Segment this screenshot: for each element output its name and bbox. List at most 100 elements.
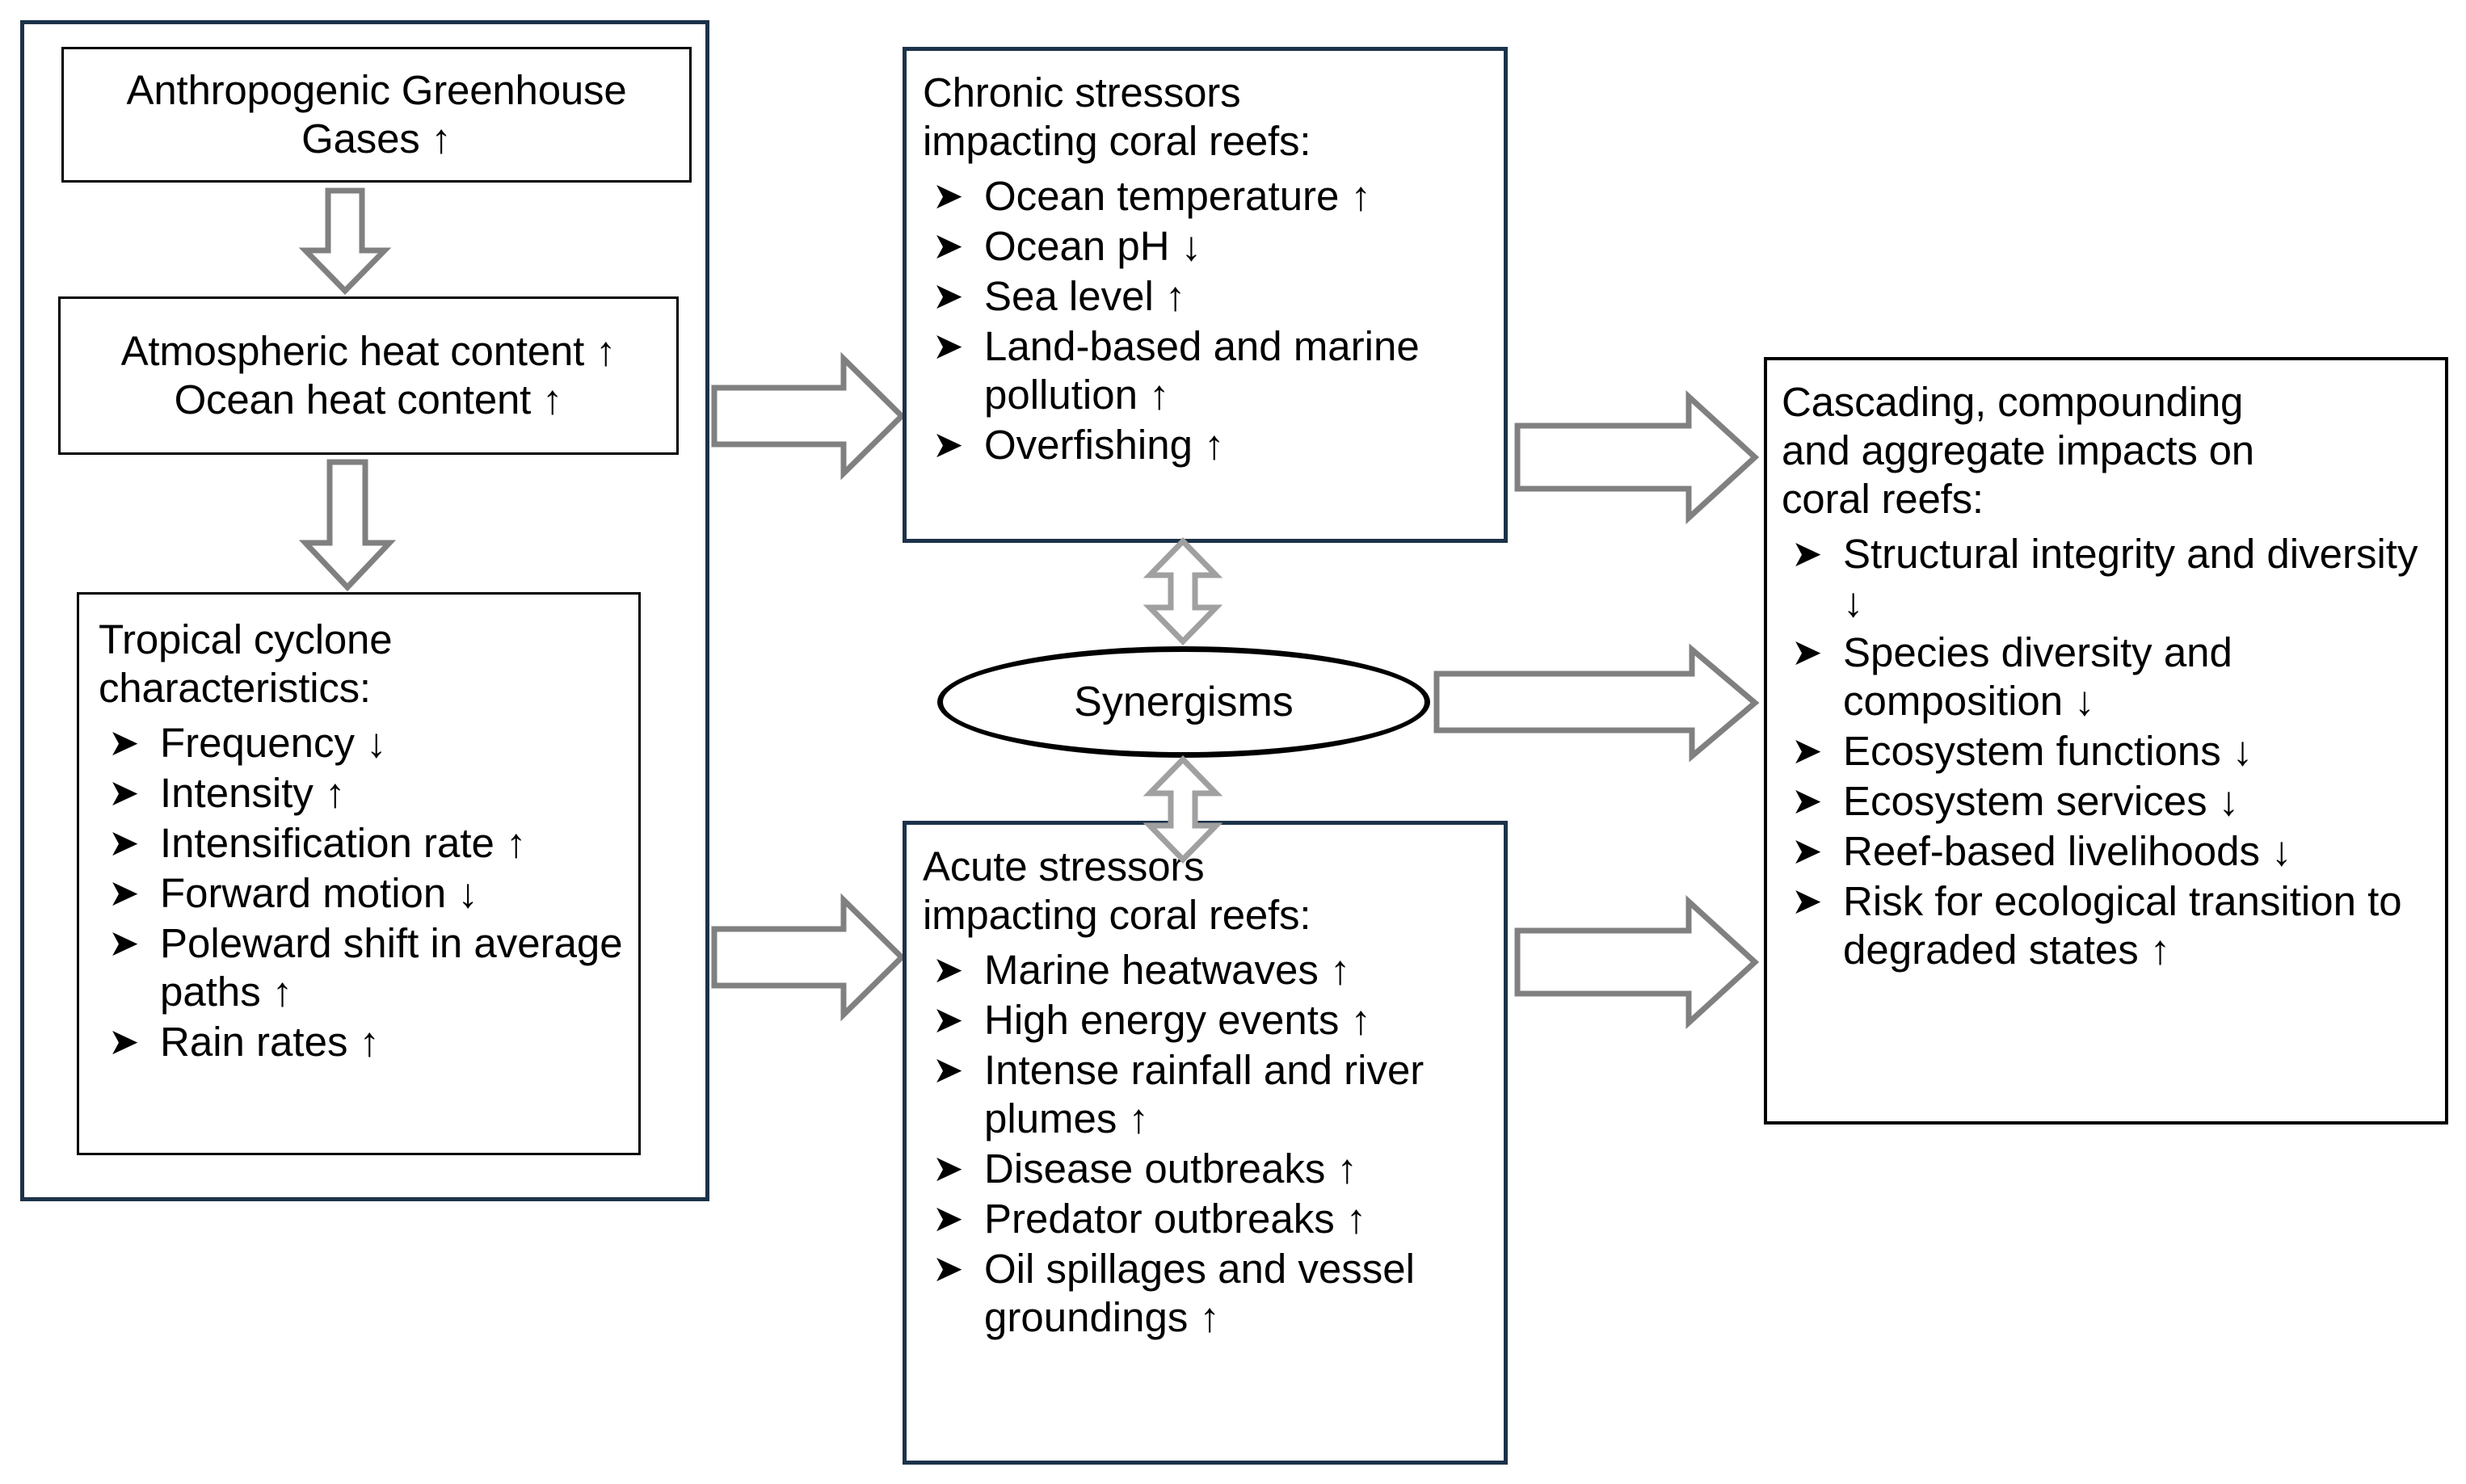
list-item-label: Poleward shift in average paths ↑	[160, 920, 623, 1015]
synergisms-label: Synergisms	[1074, 679, 1294, 725]
bullet-chevron-icon: ➤	[1791, 532, 1823, 575]
bullet-chevron-icon: ➤	[108, 871, 140, 914]
bullet-chevron-icon: ➤	[932, 422, 964, 466]
list-item-label: Ecosystem services ↓	[1843, 778, 2240, 824]
list-item-label: Frequency ↓	[160, 720, 387, 766]
bullet-chevron-icon: ➤	[932, 224, 964, 267]
list-item: ➤ Poleward shift in average paths ↑	[99, 919, 624, 1016]
impacts-heading-line-3: coral reefs:	[1782, 476, 1984, 522]
list-item-label: Intensity ↑	[160, 770, 346, 816]
tropical-cyclone-characteristics-box: Tropical cyclone characteristics: ➤ Frequ…	[77, 592, 641, 1155]
list-item: ➤ Species diversity and composition ↓	[1782, 628, 2434, 725]
list-item-label: High energy events ↑	[984, 997, 1372, 1043]
impacts-heading-line-2: and aggregate impacts on	[1782, 427, 2254, 473]
list-item: ➤ Disease outbreaks ↑	[923, 1145, 1491, 1193]
acute-bullet-list: ➤ Marine heatwaves ↑ ➤ High energy events …	[923, 946, 1491, 1342]
list-item: ➤ Intensification rate ↑	[99, 819, 624, 868]
arrow-acute-to-impacts-icon	[1514, 895, 1760, 1029]
list-item-label: Disease outbreaks ↑	[984, 1146, 1358, 1192]
list-item: ➤ Marine heatwaves ↑	[923, 946, 1491, 994]
atmospheric-heat-content-text: Atmospheric heat content ↑	[120, 328, 616, 374]
list-item-label: Ocean pH ↓	[984, 223, 1202, 269]
bullet-chevron-icon: ➤	[108, 721, 140, 764]
bullet-chevron-icon: ➤	[932, 274, 964, 317]
list-item: ➤ Ocean temperature ↑	[923, 172, 1491, 221]
list-item: ➤ Rain rates ↑	[99, 1018, 624, 1066]
list-item: ➤ Ecosystem services ↓	[1782, 777, 2434, 826]
cyclone-bullet-list: ➤ Frequency ↓ ➤ Intensity ↑ ➤ Intensificati…	[99, 719, 624, 1066]
list-item-label: Ocean temperature ↑	[984, 173, 1372, 219]
arrow-ghg-to-heat-icon	[298, 187, 392, 296]
list-item-label: Intense rainfall and river plumes ↑	[984, 1047, 1424, 1141]
acute-heading-line-2: impacting coral reefs:	[923, 892, 1311, 938]
list-item: ➤ Intense rainfall and river plumes ↑	[923, 1046, 1491, 1143]
bullet-chevron-icon: ➤	[108, 821, 140, 864]
anthropogenic-greenhouse-gases-box: Anthropogenic Greenhouse Gases ↑	[61, 47, 692, 183]
bullet-chevron-icon: ➤	[1791, 879, 1823, 923]
arrow-synergisms-to-acute-icon	[1142, 755, 1224, 864]
bullet-chevron-icon: ➤	[932, 324, 964, 368]
list-item: ➤ Overfishing ↑	[923, 421, 1491, 469]
list-item: ➤ Ecosystem functions ↓	[1782, 727, 2434, 776]
bullet-chevron-icon: ➤	[932, 1196, 964, 1240]
ocean-heat-content-text: Ocean heat content ↑	[174, 376, 563, 422]
list-item: ➤ Structural integrity and diversity ↓	[1782, 530, 2434, 627]
list-item-label: Structural integrity and diversity ↓	[1843, 531, 2418, 625]
ghg-box-text: Anthropogenic Greenhouse Gases ↑	[126, 67, 627, 162]
bullet-chevron-icon: ➤	[1791, 729, 1823, 772]
list-item: ➤ Frequency ↓	[99, 719, 624, 767]
cyclone-heading-line-2: characteristics:	[99, 665, 371, 711]
arrow-chronic-to-synergisms-icon	[1142, 536, 1224, 646]
list-item: ➤ Intensity ↑	[99, 769, 624, 818]
cyclone-heading-line-1: Tropical cyclone	[99, 616, 393, 662]
impacts-heading-line-1: Cascading, compounding	[1782, 379, 2244, 425]
list-item-label: Intensification rate ↑	[160, 820, 527, 866]
list-item: ➤Forward motion ↓	[99, 869, 624, 918]
acute-stressors-box: Acute stressors impacting coral reefs: ➤…	[903, 821, 1508, 1465]
list-item-label: Reef-based livelihoods ↓	[1843, 828, 2292, 874]
list-item: ➤ Ocean pH ↓	[923, 222, 1491, 271]
bullet-chevron-icon: ➤	[1791, 630, 1823, 674]
heat-content-box: Atmospheric heat content ↑ Ocean heat co…	[58, 296, 679, 455]
list-item: ➤ High energy events ↑	[923, 996, 1491, 1045]
chronic-bullet-list: ➤ Ocean temperature ↑ ➤ Ocean pH ↓ ➤ Sea le…	[923, 172, 1491, 469]
list-item-label: Overfishing ↑	[984, 422, 1225, 468]
arrow-heat-to-cyclone-icon	[298, 459, 397, 592]
bullet-chevron-icon: ➤	[932, 1048, 964, 1091]
list-item: ➤ Sea level ↑	[923, 272, 1491, 321]
list-item: ➤ Land-based and marine pollution ↑	[923, 322, 1491, 419]
impacts-bullet-list: ➤ Structural integrity and diversity ↓ ➤ S…	[1782, 530, 2434, 974]
list-item: ➤ Oil spillages and vessel groundings ↑	[923, 1245, 1491, 1342]
arrow-drivers-to-chronic-icon	[711, 351, 907, 481]
bullet-chevron-icon: ➤	[932, 1246, 964, 1290]
list-item: ➤ Risk for ecological transition to degra…	[1782, 877, 2434, 974]
acute-heading-line-1: Acute stressors	[923, 843, 1205, 889]
bullet-chevron-icon: ➤	[932, 998, 964, 1041]
bullet-chevron-icon: ➤	[1791, 829, 1823, 872]
synergisms-node: Synergisms	[937, 646, 1430, 758]
list-item-label: Predator outbreaks ↑	[984, 1196, 1367, 1242]
bullet-chevron-icon: ➤	[108, 921, 140, 965]
bullet-chevron-icon: ➤	[108, 1019, 140, 1063]
list-item: ➤ Reef-based livelihoods ↓	[1782, 827, 2434, 876]
bullet-chevron-icon: ➤	[1791, 779, 1823, 822]
cascading-impacts-box: Cascading, compounding and aggregate imp…	[1764, 357, 2448, 1125]
chronic-heading-line-1: Chronic stressors	[923, 69, 1241, 116]
list-item-label: Rain rates ↑	[160, 1019, 381, 1065]
list-item-label: Sea level ↑	[984, 273, 1186, 319]
list-item-label: Marine heatwaves ↑	[984, 947, 1351, 993]
list-item-label: Risk for ecological transition to degrad…	[1843, 878, 2402, 973]
list-item-label: Land-based and marine pollution ↑	[984, 323, 1420, 418]
chronic-stressors-box: Chronic stressors impacting coral reefs:…	[903, 47, 1508, 543]
bullet-chevron-icon: ➤	[108, 771, 140, 814]
bullet-chevron-icon: ➤	[932, 174, 964, 217]
list-item-label: Oil spillages and vessel groundings ↑	[984, 1246, 1415, 1340]
arrow-drivers-to-acute-icon	[711, 893, 907, 1023]
chronic-heading-line-2: impacting coral reefs:	[923, 118, 1311, 164]
list-item-label: Ecosystem functions ↓	[1843, 728, 2253, 774]
list-item-label: Species diversity and composition ↓	[1843, 629, 2232, 724]
bullet-chevron-icon: ➤	[932, 948, 964, 991]
list-item: ➤ Predator outbreaks ↑	[923, 1195, 1491, 1243]
bullet-chevron-icon: ➤	[932, 1146, 964, 1190]
